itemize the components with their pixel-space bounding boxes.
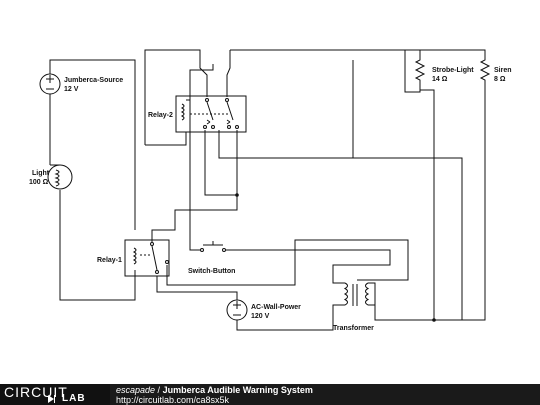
diode-bar-icon [54, 395, 55, 403]
strobe-value-label: 14 Ω [432, 76, 448, 83]
relay-2[interactable] [175, 95, 247, 133]
light-value-label: 100 Ω [29, 179, 49, 186]
logo-text-top: CIRCUIT [4, 384, 68, 400]
junctions [235, 193, 436, 322]
schematic-diagram: Jumberca-Source 12 V Light 100 Ω Relay-1… [29, 49, 512, 332]
light-bulb[interactable] [47, 164, 73, 190]
circuit-title: escapade / Jumberca Audible Warning Syst… [116, 385, 313, 395]
siren-resistor[interactable] [479, 55, 491, 85]
circuitlab-logo[interactable]: CIRCUIT LAB [0, 384, 110, 405]
light-name-label: Light [32, 170, 50, 177]
ac-power-value-label: 120 V [251, 313, 270, 320]
ac-power-name-label: AC-Wall-Power [251, 304, 301, 311]
switch-label: Switch-Button [188, 268, 235, 275]
siren-name-label: Siren [494, 67, 512, 74]
strobe-name-label: Strobe-Light [432, 67, 474, 74]
source-value-label: 12 V [64, 86, 79, 93]
relay2-label: Relay-2 [148, 112, 173, 119]
strobe-light-resistor[interactable] [414, 55, 426, 85]
source-name-label: Jumberca-Source [64, 77, 123, 84]
ac-wall-power-source[interactable] [226, 299, 248, 321]
footer-bar: CIRCUIT LAB escapade / Jumberca Audible … [0, 384, 540, 405]
transformer-label: Transformer [333, 325, 374, 332]
circuit-url-link[interactable]: http://circuitlab.com/ca8sx5k [116, 395, 230, 405]
junction-dot [235, 193, 239, 197]
switch-button[interactable] [200, 241, 226, 252]
junction-dot [432, 318, 436, 322]
title-separator: / [155, 385, 163, 395]
wires [49, 49, 486, 331]
transformer[interactable] [343, 282, 370, 306]
author-link[interactable]: escapade [116, 385, 156, 395]
circuit-name[interactable]: Jumberca Audible Warning System [162, 385, 313, 395]
logo-text-bottom: LAB [62, 393, 86, 404]
relay-1[interactable] [124, 239, 170, 277]
diode-icon [48, 395, 54, 403]
relay1-label: Relay-1 [97, 257, 122, 264]
voltage-source-jumberca[interactable] [39, 73, 61, 95]
siren-value-label: 8 Ω [494, 76, 506, 83]
